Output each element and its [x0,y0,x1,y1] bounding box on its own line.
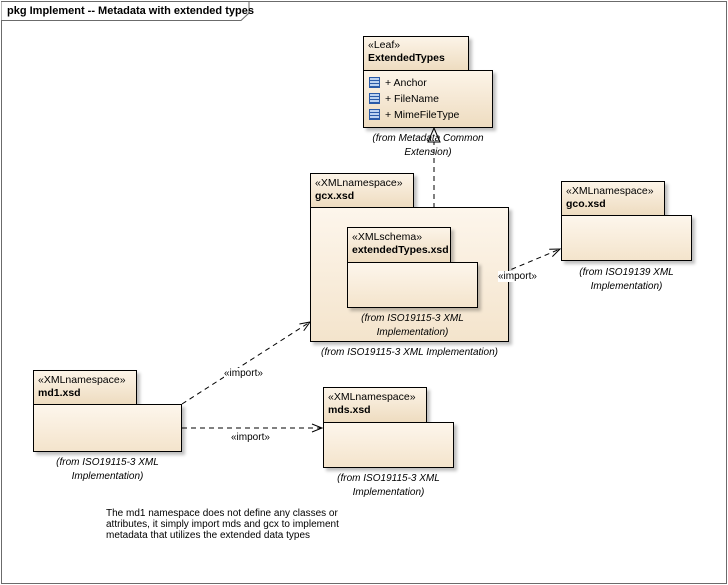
attribute-filename[interactable]: + FileName [369,92,439,106]
gco-origin: (from ISO19139 XML Implementation) [579,267,674,292]
extended-types-xsd-name: extendedTypes.xsd [352,244,449,256]
mds-stereotype: «XMLnamespace» [328,391,416,403]
gco-name: gco.xsd [566,198,606,210]
extended-types-name: ExtendedTypes [368,52,445,64]
md1-package-tab[interactable]: «XMLnamespace» md1.xsd [33,370,137,405]
import-line-md1-gcx [181,322,310,405]
gcx-stereotype: «XMLnamespace» [315,177,403,189]
extended-types-xsd-stereotype: «XMLschema» [352,231,423,243]
extended-types-class-header[interactable]: «Leaf» ExtendedTypes [363,36,469,71]
gcx-origin: (from ISO19115-3 XML Implementation) [321,347,498,358]
mds-package-body[interactable] [323,422,454,468]
md1-origin: (from ISO19115-3 XML Implementation) [56,457,159,482]
title-tab-outline [1,1,250,21]
mds-name: mds.xsd [328,404,371,416]
attribute-icon [369,109,380,120]
gco-package-tab[interactable]: «XMLnamespace» gco.xsd [561,181,665,216]
extended-types-xsd-origin: (from ISO19115-3 XML Implementation) [361,313,464,338]
gcx-package-tab[interactable]: «XMLnamespace» gcx.xsd [310,173,414,208]
md1-package-body[interactable] [33,404,182,452]
gco-package-body[interactable] [561,215,692,261]
attribute-mimefiletype[interactable]: + MimeFileType [369,108,459,122]
import-label-extendedtypes-gco: «import» [498,271,537,282]
extended-types-xsd-package-body[interactable] [347,262,478,308]
import-label-md1-gcx: «import» [224,368,263,379]
attribute-icon [369,77,380,88]
md1-stereotype: «XMLnamespace» [38,374,126,386]
extended-types-xsd-package-tab[interactable]: «XMLschema» extendedTypes.xsd [347,227,451,263]
gcx-name: gcx.xsd [315,190,355,202]
diagram-note: The md1 namespace does not define any cl… [106,508,339,541]
diagram-title: pkg Implement -- Metadata with extended … [7,5,254,17]
realization-arrowhead [427,126,441,143]
mds-origin: (from ISO19115-3 XML Implementation) [337,473,440,498]
extended-types-class-body[interactable]: + Anchor + FileName + MimeFileType [363,70,493,128]
attribute-anchor[interactable]: + Anchor [369,76,427,90]
attribute-icon [369,93,380,104]
extended-types-stereotype: «Leaf» [368,39,401,51]
extended-types-origin: (from Metadata Common Extension) [372,133,484,158]
md1-name: md1.xsd [38,387,81,399]
gco-stereotype: «XMLnamespace» [566,185,654,197]
mds-package-tab[interactable]: «XMLnamespace» mds.xsd [323,387,427,423]
import-label-md1-mds: «import» [231,432,270,443]
